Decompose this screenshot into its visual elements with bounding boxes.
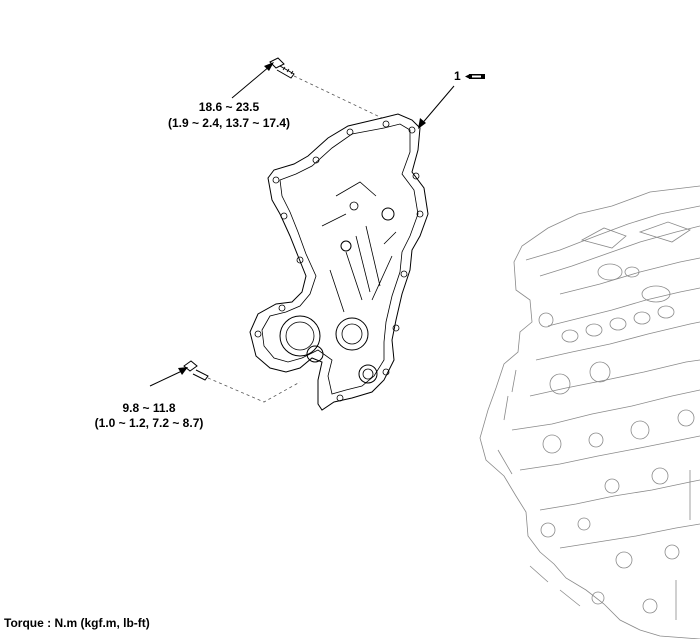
sealant-tube-icon xyxy=(465,74,485,79)
upper-torque-alt-value: (1.9 ~ 2.4, 13.7 ~ 17.4) xyxy=(167,116,291,130)
part-number-label: 1 xyxy=(454,69,461,83)
lower-bolt xyxy=(183,360,209,381)
upper-torque-value: 18.6 ~ 23.5 xyxy=(198,100,260,114)
lower-torque-value: 9.8 ~ 11.8 xyxy=(122,401,176,415)
upper-torque-leader xyxy=(231,62,274,99)
lower-torque-alt-value: (1.0 ~ 1.2, 7.2 ~ 8.7) xyxy=(94,416,204,430)
engine-block xyxy=(479,185,700,639)
upper-bolt xyxy=(269,57,295,79)
lower-torque-leader xyxy=(149,367,188,387)
timing-chain-cover xyxy=(249,113,429,411)
torque-units-note: Torque : N.m (kgf.m, lb-ft) xyxy=(4,616,150,630)
upper-bolt-guide xyxy=(293,75,383,119)
part-1-leader xyxy=(418,85,455,129)
lower-bolt-guide xyxy=(207,377,301,403)
